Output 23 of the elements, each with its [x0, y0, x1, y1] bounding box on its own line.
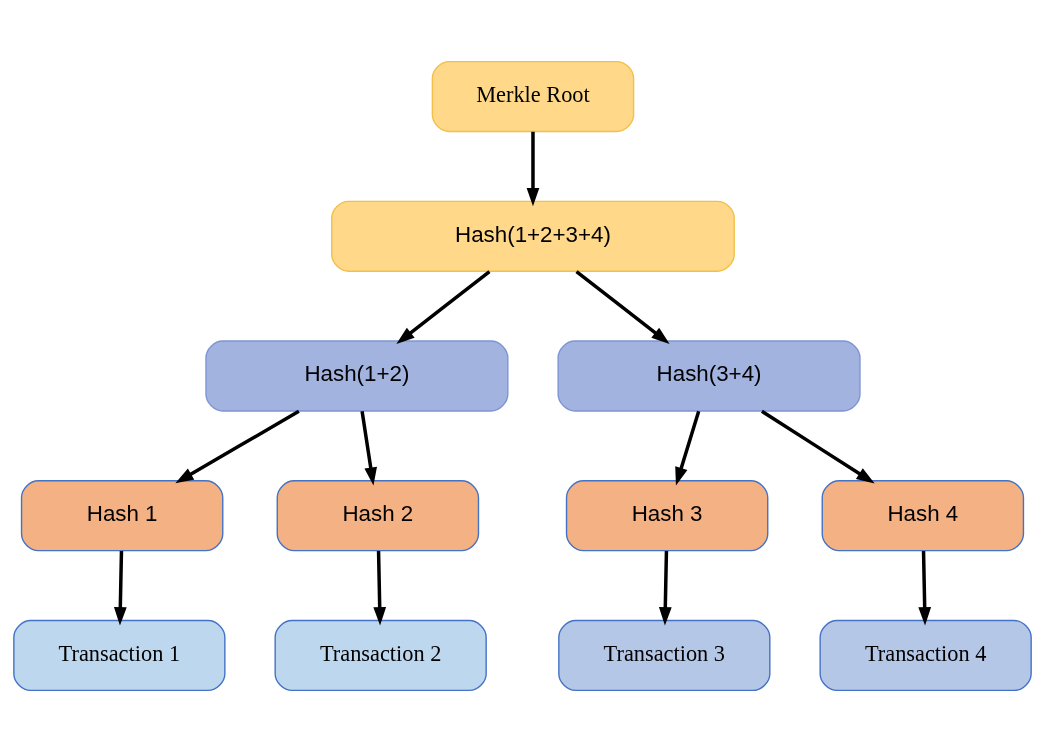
node-box: Transaction 3 [558, 619, 771, 692]
node-box: Hash 4 [821, 480, 1025, 552]
arrow [675, 410, 701, 486]
node-box: Hash(1+2) [205, 340, 509, 412]
arrow [575, 270, 670, 344]
arrow [918, 550, 932, 626]
node-box: Transaction 1 [13, 619, 226, 692]
node-box: Hash 3 [565, 480, 769, 552]
arrow [360, 410, 377, 486]
arrow [396, 270, 491, 344]
node-box: Transaction 2 [274, 619, 487, 692]
arrow [760, 409, 875, 484]
arrow [175, 409, 300, 484]
node-box: Hash 1 [20, 480, 224, 552]
node-box: Transaction 4 [819, 619, 1032, 692]
node-box: Hash(3+4) [557, 340, 861, 412]
node-box: Merkle Root [431, 60, 635, 133]
arrow [113, 550, 127, 626]
node-box: Hash 2 [276, 480, 480, 552]
arrow [526, 131, 540, 207]
arrow [373, 550, 387, 626]
node-box: Hash(1+2+3+4) [331, 200, 735, 272]
arrow [658, 550, 672, 626]
